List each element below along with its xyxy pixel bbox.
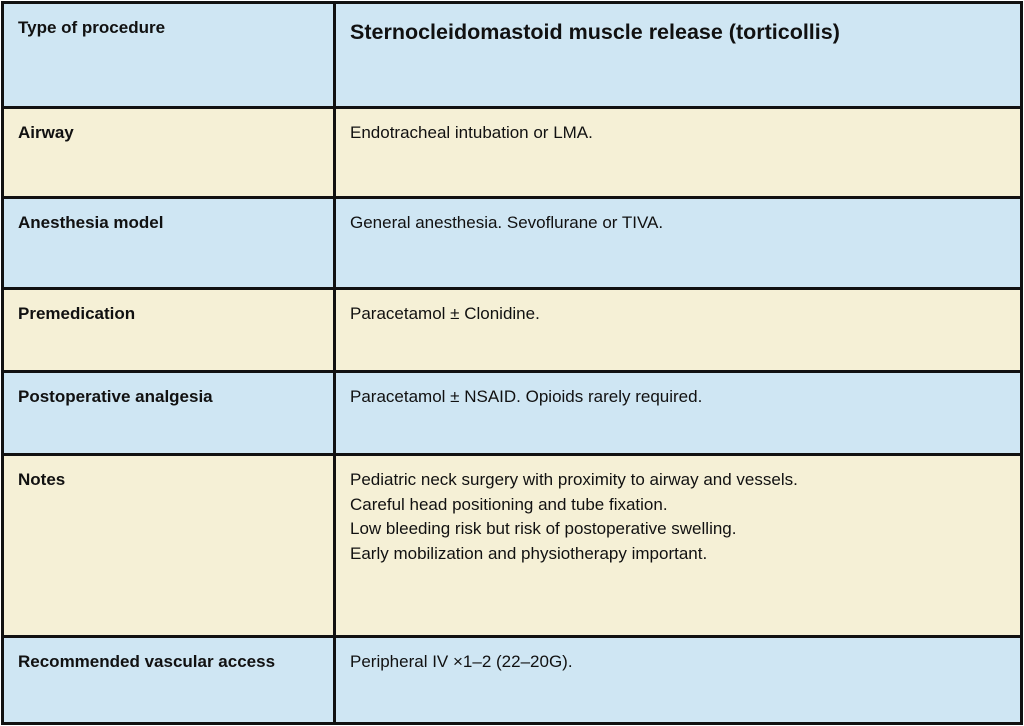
table-row-recommended-vascular-access: Recommended vascular access Peripheral I… <box>4 638 1020 722</box>
row-label-airway: Airway <box>4 109 336 196</box>
row-label-recommended-vascular-access: Recommended vascular access <box>4 638 336 722</box>
row-label-anesthesia-model: Anesthesia model <box>4 199 336 287</box>
table-row-postoperative-analgesia: Postoperative analgesia Paracetamol ± NS… <box>4 373 1020 456</box>
table-row-premedication: Premedication Paracetamol ± Clonidine. <box>4 290 1020 373</box>
notes-line-1: Pediatric neck surgery with proximity to… <box>350 470 798 489</box>
table-row-notes: Notes Pediatric neck surgery with proxim… <box>4 456 1020 638</box>
notes-line-2: Careful head positioning and tube fixati… <box>350 494 668 514</box>
table-row-type-of-procedure: Type of procedure Sternocleidomastoid mu… <box>4 4 1020 109</box>
row-label-type-of-procedure: Type of procedure <box>4 4 336 106</box>
table-row-anesthesia-model: Anesthesia model General anesthesia. Sev… <box>4 199 1020 290</box>
notes-line-4: Early mobilization and physiotherapy imp… <box>350 543 708 563</box>
row-value-premedication: Paracetamol ± Clonidine. <box>350 304 540 323</box>
row-value-airway: Endotracheal intubation or LMA. <box>350 123 593 142</box>
row-value-postoperative-analgesia: Paracetamol ± NSAID. Opioids rarely requ… <box>350 387 703 406</box>
row-value-anesthesia-model: General anesthesia. Sevoflurane or TIVA. <box>350 213 664 232</box>
row-label-premedication: Premedication <box>4 290 336 370</box>
row-label-postoperative-analgesia: Postoperative analgesia <box>4 373 336 453</box>
notes-line-3: Low bleeding risk but risk of postoperat… <box>350 519 737 539</box>
row-value-notes: Pediatric neck surgery with proximity to… <box>336 456 1020 635</box>
row-value-procedure-title: Sternocleidomastoid muscle release (tort… <box>350 20 840 44</box>
row-value-recommended-vascular-access: Peripheral IV ×1–2 (22–20G). <box>350 652 573 671</box>
row-label-notes: Notes <box>4 456 336 635</box>
table-row-airway: Airway Endotracheal intubation or LMA. <box>4 109 1020 199</box>
